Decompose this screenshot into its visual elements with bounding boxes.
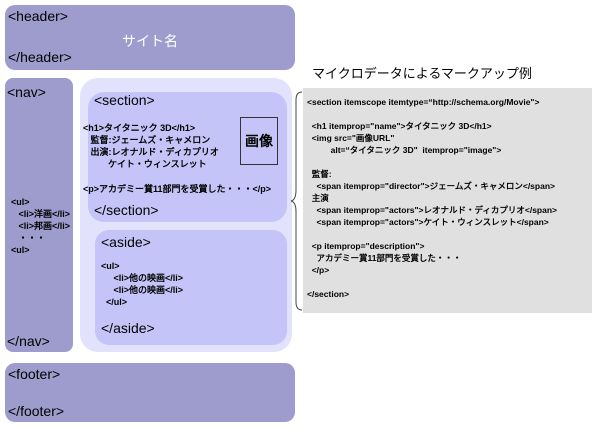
section-block: <section> <h1>タイタニック 3D</h1> 監督:ジェームズ・キャ…	[83, 92, 287, 222]
diagram-title: マイクロデータによるマークアップ例	[312, 67, 532, 82]
header-close-tag: </header>	[8, 49, 72, 65]
header-block: <header> サイト名 </header>	[5, 5, 295, 70]
aside-close-tag: </aside>	[101, 320, 155, 336]
aside-block: <aside> <ul> <li>他の映画</li> <li>他の映画</li>…	[95, 230, 287, 345]
nav-open-tag: <nav>	[7, 84, 46, 100]
header-open-tag: <header>	[8, 8, 68, 24]
section-h1: <h1>タイタニック 3D</h1> 監督:ジェームズ・キャメロン 出演:レオナ…	[83, 123, 219, 169]
image-placeholder: 画像	[240, 117, 278, 165]
nav-list: <ul> <li>洋画</li> <li>邦画</li> ・・・ <ul>	[11, 197, 71, 255]
aside-list: <ul> <li>他の映画</li> <li>他の映画</li> </ul>	[101, 261, 184, 307]
nav-close-tag: </nav>	[7, 333, 50, 349]
section-p: <p>アカデミー賞11部門を受賞した・・・</p>	[83, 184, 272, 194]
code-example: <section itemscope itemtype=“http://sche…	[303, 88, 592, 313]
nav-block: <nav> <ul> <li>洋画</li> <li>邦画</li> ・・・ <…	[5, 78, 73, 352]
brace-icon	[290, 91, 303, 311]
section-close-tag: </section>	[94, 202, 159, 218]
footer-block: <footer> </footer>	[5, 363, 295, 422]
footer-close-tag: </footer>	[8, 403, 65, 419]
footer-open-tag: <footer>	[8, 366, 61, 382]
aside-open-tag: <aside>	[101, 234, 151, 250]
code-text: <section itemscope itemtype=“http://sche…	[307, 97, 558, 299]
site-name: サイト名	[122, 33, 178, 49]
section-open-tag: <section>	[94, 92, 155, 108]
